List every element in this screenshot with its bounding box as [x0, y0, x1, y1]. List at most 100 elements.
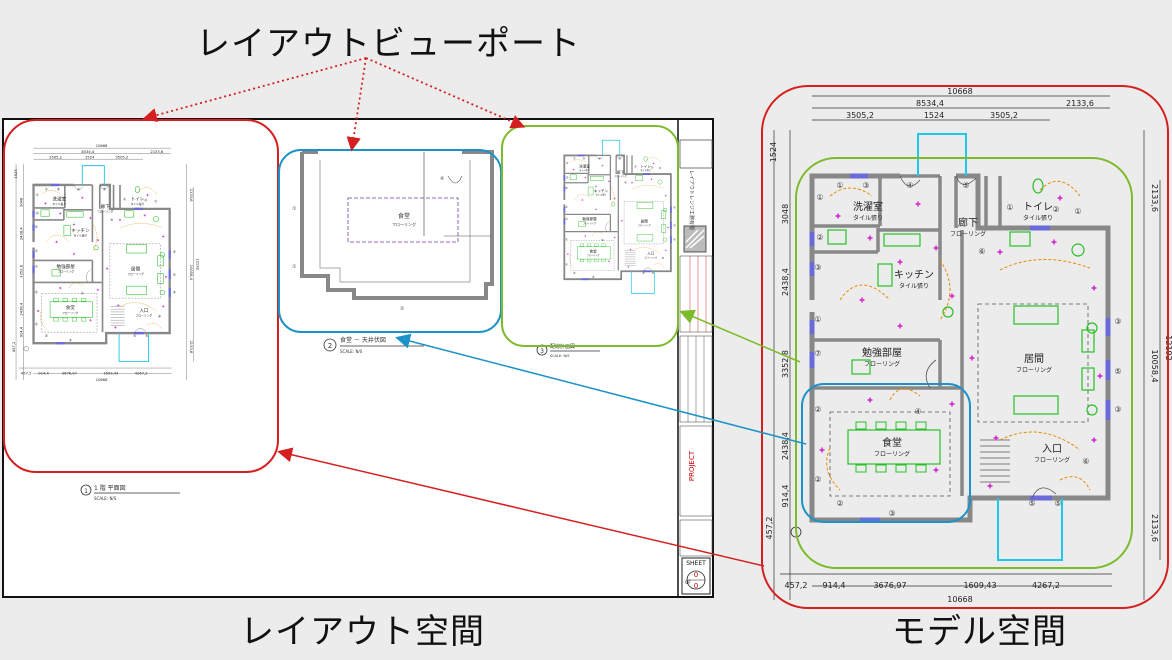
vp2-room-sub: フローリング [392, 221, 416, 227]
room-label: 食堂 [882, 436, 902, 449]
tag-marker: ⑤ [618, 157, 621, 161]
dimension-text: 1524 [924, 111, 944, 120]
stove-icon [877, 263, 893, 287]
dining-chair-icon [895, 464, 907, 473]
room-sub-label: フローリング [57, 269, 74, 273]
wiring-arc [592, 231, 604, 237]
dimension-text: 10668 [96, 144, 108, 148]
outlet-marker [819, 447, 825, 453]
dimension-text: 2438,4 [19, 302, 23, 316]
plant-icon [93, 244, 99, 251]
outlet-marker [1091, 437, 1097, 443]
dimension-text: 914,4 [38, 371, 49, 375]
dimension-text: 914,4 [823, 581, 846, 590]
outlet-marker [584, 176, 587, 179]
tag-marker: ① [154, 199, 157, 203]
tag-marker: ④ [906, 181, 913, 190]
outlet-marker [664, 249, 667, 252]
dimension-text: 3352,8 [781, 350, 790, 378]
wiring-arc [999, 431, 1081, 451]
tag-marker: ① [565, 205, 568, 209]
dining-chair-icon [915, 421, 927, 430]
tag-marker: ② [35, 291, 38, 295]
dining-ceiling-outline [829, 411, 951, 497]
outlet-marker [146, 193, 149, 197]
washer-icon [569, 174, 577, 181]
dimension-text: 1524 [14, 169, 18, 179]
room-sub-label: タイル張り [596, 193, 607, 197]
room-label: トイレ [640, 165, 651, 169]
dimension-text: 457,2 [765, 517, 774, 540]
door-swing [73, 184, 84, 190]
washer-icon [827, 229, 847, 245]
room-label: 居間 [641, 218, 649, 223]
dining-chair-icon [875, 464, 887, 473]
outlet-marker [627, 266, 630, 268]
outlet-marker [44, 202, 47, 205]
dimension-text: 8534,4 [916, 99, 944, 108]
tag-marker: ④ [914, 407, 921, 416]
dining-chair-icon [71, 297, 77, 302]
tag-marker: ② [816, 233, 823, 242]
vp1-caption-text: 1 階 平面図 [94, 484, 126, 492]
outlet-marker [96, 239, 100, 242]
vp3-scale: SCALE: N/S [550, 354, 570, 358]
outlet-marker [105, 267, 109, 270]
dining-chair-icon [81, 317, 87, 322]
outlet-marker [1057, 195, 1063, 201]
room-label: 廊下 [101, 203, 111, 210]
kitchen-sink-icon [883, 233, 921, 247]
desk-icon [578, 221, 586, 227]
room-sub-label: フローリング [1016, 366, 1052, 374]
dining-chair-icon [875, 421, 887, 430]
wiring-arc [631, 185, 665, 190]
room-sub-label: フローリング [950, 230, 986, 238]
tag-marker: ⑤ [103, 187, 107, 191]
wiring-arc [889, 388, 921, 401]
dining-table-icon [577, 246, 611, 260]
outlet-marker [969, 355, 975, 361]
wiring-arc [119, 223, 162, 229]
room-sub-label: フローリング [874, 450, 910, 458]
svg-text:①: ① [292, 206, 297, 212]
wiring-arc [839, 284, 891, 301]
toilet-sink-icon [635, 175, 644, 181]
sheet-of: OF [685, 580, 691, 585]
door-swing [616, 155, 624, 159]
outlet-marker [897, 323, 903, 329]
dimension-text: 2133,6 [1066, 99, 1094, 108]
dining-chair-icon [594, 243, 599, 247]
tag-marker: ① [1006, 203, 1013, 212]
viewport-heading: レイアウトビューポート [196, 24, 581, 64]
tag-marker: ② [814, 405, 821, 414]
tag-marker: ① [36, 193, 39, 197]
tag-marker: ② [565, 263, 568, 267]
dining-chair-icon [594, 259, 599, 263]
lamp-icon [159, 290, 165, 296]
wiring-arc [1059, 476, 1091, 491]
dimension-text: 10058,4 [189, 265, 193, 281]
outlet-marker [114, 326, 117, 329]
door-swing [99, 184, 110, 190]
wiring-arc [631, 247, 661, 255]
outlet-marker [631, 181, 633, 184]
tag-marker: ① [836, 181, 843, 190]
room-label: 勉強部屋 [862, 346, 902, 359]
tag-marker: ③ [565, 186, 568, 190]
tag-marker: ③ [582, 157, 585, 161]
outlet-marker [572, 168, 575, 171]
dining-ceiling-outline [41, 293, 98, 333]
living-ceiling-outline [977, 303, 1089, 423]
vp2-caption: 2 食堂 － 天井伏図 SCALE: N/S [323, 336, 424, 354]
toilet-sink-icon [1009, 231, 1031, 247]
outlet-marker [117, 304, 120, 307]
room-label: トイレ [1023, 202, 1053, 213]
viewport-pointer-arrows [142, 57, 526, 152]
door-swing [925, 359, 937, 389]
chair-icon [661, 224, 667, 233]
wiring-arc [829, 187, 873, 197]
outlet-marker [143, 214, 146, 217]
dimension-text: 1609,43 [103, 371, 119, 375]
